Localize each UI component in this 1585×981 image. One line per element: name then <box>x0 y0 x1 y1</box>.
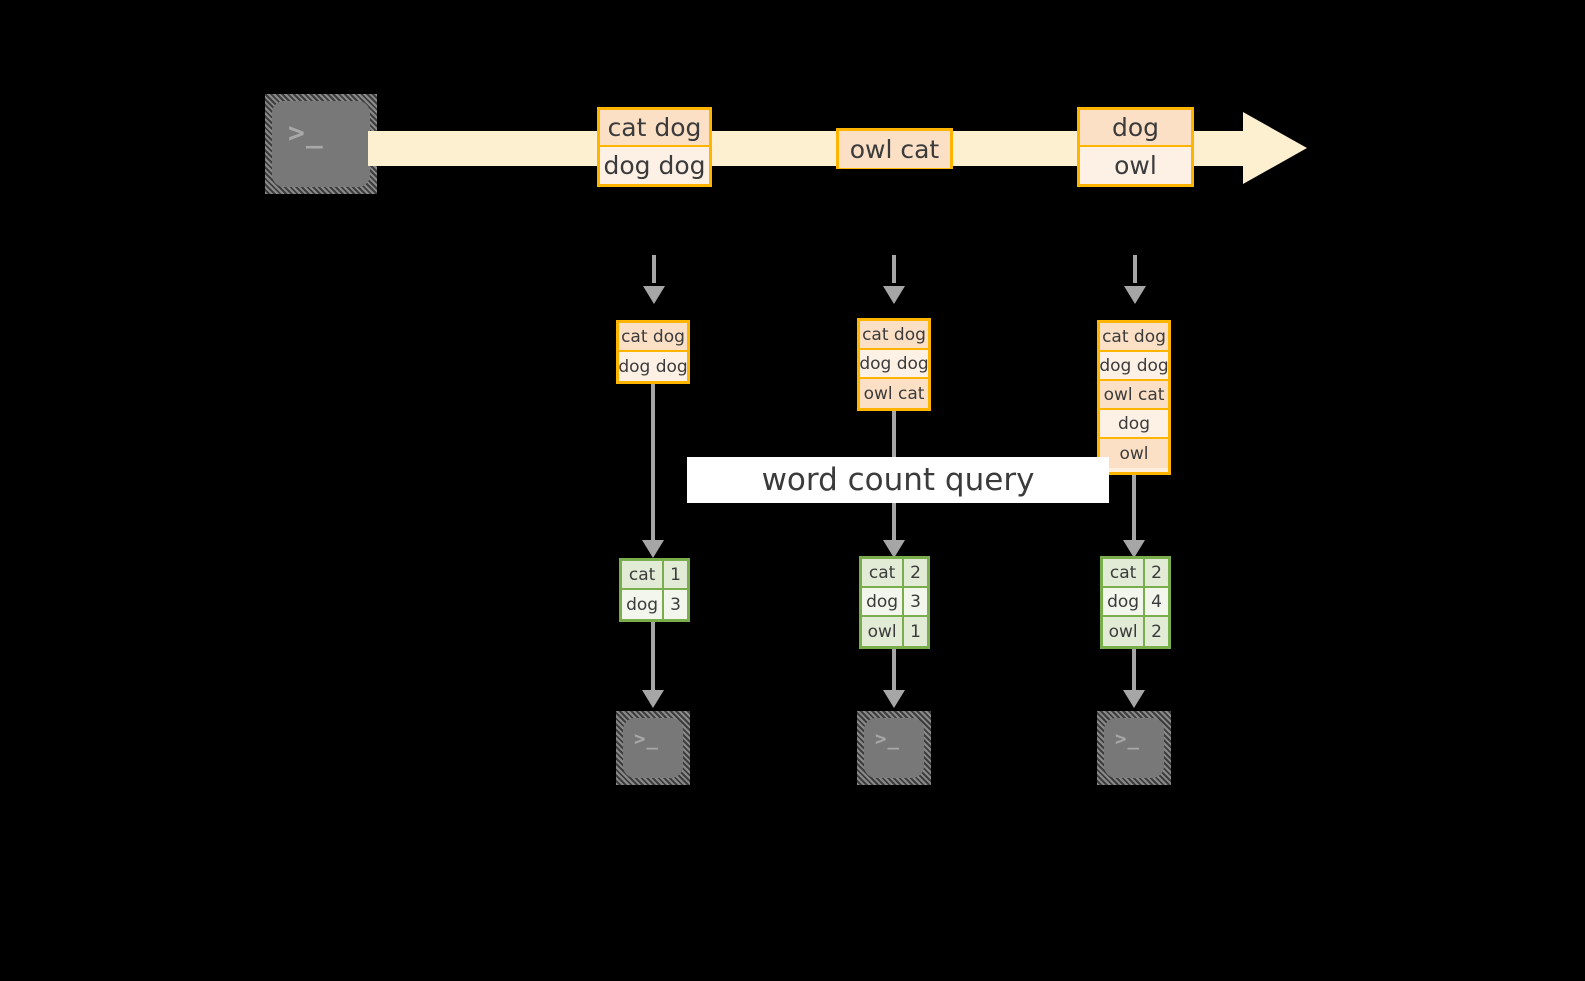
word-cell: cat <box>862 559 905 586</box>
query-label-banner: word count query <box>687 457 1109 503</box>
window-event: owl cat <box>860 379 928 408</box>
window-box-2: cat dog dog dog owl cat <box>857 318 931 411</box>
window-box-1: cat dog dog dog <box>616 320 690 384</box>
window-event: owl <box>1100 439 1168 468</box>
count-cell: 1 <box>904 617 927 646</box>
terminal-prompt-glyph: >_ <box>288 116 324 149</box>
sink-connector <box>892 649 896 692</box>
terminal-prompt-glyph: >_ <box>634 728 659 750</box>
table-row: owl 1 <box>862 617 927 646</box>
window-event: cat dog <box>619 323 687 352</box>
word-cell: dog <box>1103 588 1146 615</box>
query-connector <box>1132 475 1136 542</box>
count-cell: 2 <box>904 559 927 586</box>
stream-event: owl cat <box>839 131 950 168</box>
terminal-screen: >_ <box>623 718 683 778</box>
terminal-screen: >_ <box>1104 718 1164 778</box>
result-table-1: cat 1 dog 3 <box>619 558 690 622</box>
count-cell: 3 <box>904 588 927 615</box>
result-table-3: cat 2 dog 4 owl 2 <box>1100 556 1171 649</box>
word-cell: cat <box>622 561 665 588</box>
arrow-head-icon <box>1123 540 1145 558</box>
window-event: cat dog <box>860 321 928 350</box>
window-event: dog dog <box>1099 352 1169 381</box>
terminal-screen: >_ <box>272 101 370 187</box>
table-row: dog 3 <box>862 588 927 617</box>
query-connector <box>651 384 655 542</box>
sink-connector <box>1132 649 1136 692</box>
window-event: dog dog <box>618 352 688 381</box>
sink-connector <box>651 622 655 692</box>
stream-arrow-icon <box>1243 112 1307 184</box>
word-cell: dog <box>862 588 905 615</box>
arrow-head-icon <box>1123 690 1145 708</box>
stream-event: dog <box>1080 110 1191 147</box>
terminal-prompt-glyph: >_ <box>875 728 900 750</box>
word-cell: owl <box>862 617 905 646</box>
sink-terminal-icon-3: >_ <box>1097 711 1171 785</box>
result-table-2: cat 2 dog 3 owl 1 <box>859 556 930 649</box>
terminal-screen: >_ <box>864 718 924 778</box>
word-cell: cat <box>1103 559 1146 586</box>
count-cell: 3 <box>664 590 687 619</box>
arrow-head-icon <box>883 690 905 708</box>
table-row: cat 2 <box>862 559 927 588</box>
arrow-head-icon <box>642 690 664 708</box>
terminal-prompt-glyph: >_ <box>1115 728 1140 750</box>
count-cell: 2 <box>1145 559 1168 586</box>
stream-event: cat dog <box>600 110 709 147</box>
window-event: owl cat <box>1100 381 1168 410</box>
source-terminal-icon: >_ <box>265 94 377 194</box>
table-row: dog 4 <box>1103 588 1168 617</box>
arrow-head-icon <box>883 540 905 558</box>
arrow-head-icon <box>1124 286 1146 304</box>
sink-terminal-icon-1: >_ <box>616 711 690 785</box>
table-row: cat 2 <box>1103 559 1168 588</box>
count-cell: 4 <box>1145 588 1168 615</box>
word-cell: dog <box>622 590 665 619</box>
table-row: owl 2 <box>1103 617 1168 646</box>
word-cell: owl <box>1103 617 1146 646</box>
arrow-head-icon <box>642 540 664 558</box>
dashed-connector <box>1133 255 1137 283</box>
arrow-head-icon <box>643 286 665 304</box>
window-event: cat dog <box>1100 323 1168 352</box>
count-cell: 1 <box>664 561 687 588</box>
stream-group-3: dog owl <box>1077 107 1194 187</box>
table-row: dog 3 <box>622 590 687 619</box>
query-label-text: word count query <box>761 462 1035 498</box>
table-row: cat 1 <box>622 561 687 590</box>
sink-terminal-icon-2: >_ <box>857 711 931 785</box>
stream-event: owl <box>1080 147 1191 184</box>
arrow-head-icon <box>883 286 905 304</box>
count-cell: 2 <box>1145 617 1168 646</box>
dashed-connector <box>892 255 896 283</box>
window-event: dog <box>1100 410 1168 439</box>
window-box-3: cat dog dog dog owl cat dog owl <box>1097 320 1171 475</box>
stream-group-2: owl cat <box>836 128 953 169</box>
window-event: dog dog <box>859 350 929 379</box>
stream-event: dog dog <box>600 147 709 184</box>
stream-group-1: cat dog dog dog <box>597 107 712 187</box>
dashed-connector <box>652 255 656 283</box>
